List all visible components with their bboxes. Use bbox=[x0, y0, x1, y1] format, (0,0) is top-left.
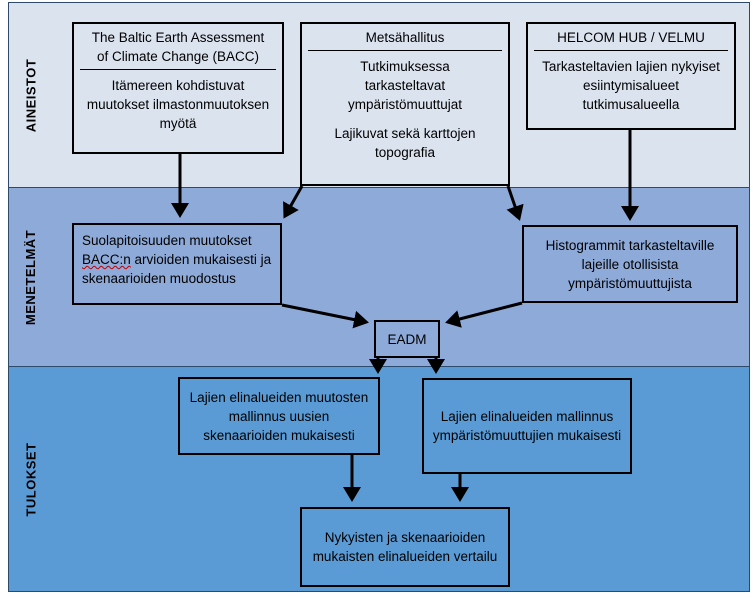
box-env-model-text: Lajien elinalueiden mallinnus ympäristöm… bbox=[432, 409, 622, 443]
box-salinity: Suolapitoisuuden muutokset BACC:n arvioi… bbox=[72, 223, 282, 305]
box-metsahallitus: Metsähallitus Tutkimuksessa tarkasteltav… bbox=[300, 22, 510, 186]
box-eadm-text: EADM bbox=[387, 331, 427, 347]
box-bacc-title: The Baltic Earth Assessment of Climate C… bbox=[80, 24, 276, 70]
box-comparison: Nykyisten ja skenaarioiden mukaisten eli… bbox=[300, 507, 510, 587]
box-histograms-text: Histogrammit tarkasteltaville lajeille o… bbox=[545, 237, 715, 291]
box-helcom-title: HELCOM HUB / VELMU bbox=[534, 24, 728, 51]
box-bacc: The Baltic Earth Assessment of Climate C… bbox=[72, 22, 284, 154]
box-bacc-body: Itämereen kohdistuvat muutokset ilmaston… bbox=[86, 78, 270, 131]
box-histograms: Histogrammit tarkasteltaville lajeille o… bbox=[522, 225, 738, 303]
box-salinity-spellcheck-word: BACC:n bbox=[82, 252, 131, 267]
box-metsahallitus-body-2: Lajikuvat sekä karttojen topografia bbox=[334, 126, 476, 160]
box-salinity-text-1: Suolapitoisuuden muutokset bbox=[82, 233, 252, 248]
box-salinity-text-2: arvioiden mukaisesti ja skenaarioiden mu… bbox=[82, 252, 272, 286]
band-label-menetelmat: MENETELMÄT bbox=[23, 229, 39, 325]
box-eadm: EADM bbox=[374, 320, 440, 358]
box-comparison-text: Nykyisten ja skenaarioiden mukaisten eli… bbox=[312, 530, 498, 564]
box-env-model: Lajien elinalueiden mallinnus ympäristöm… bbox=[422, 378, 632, 474]
box-metsahallitus-title: Metsähallitus bbox=[308, 24, 502, 51]
box-metsahallitus-body-1: Tutkimuksessa tarkasteltavat ympäristömu… bbox=[347, 59, 463, 112]
box-helcom-body: Tarkasteltavien lajien nykyiset esiintym… bbox=[542, 59, 720, 112]
box-scenario-model-text: Lajien elinalueiden muutosten mallinnus … bbox=[189, 389, 369, 443]
box-helcom: HELCOM HUB / VELMU Tarkasteltavien lajie… bbox=[526, 22, 736, 130]
band-label-aineistot: AINEISTOT bbox=[23, 58, 39, 132]
box-scenario-model: Lajien elinalueiden muutosten mallinnus … bbox=[178, 377, 380, 455]
band-label-tulokset: TULOKSET bbox=[23, 441, 39, 517]
